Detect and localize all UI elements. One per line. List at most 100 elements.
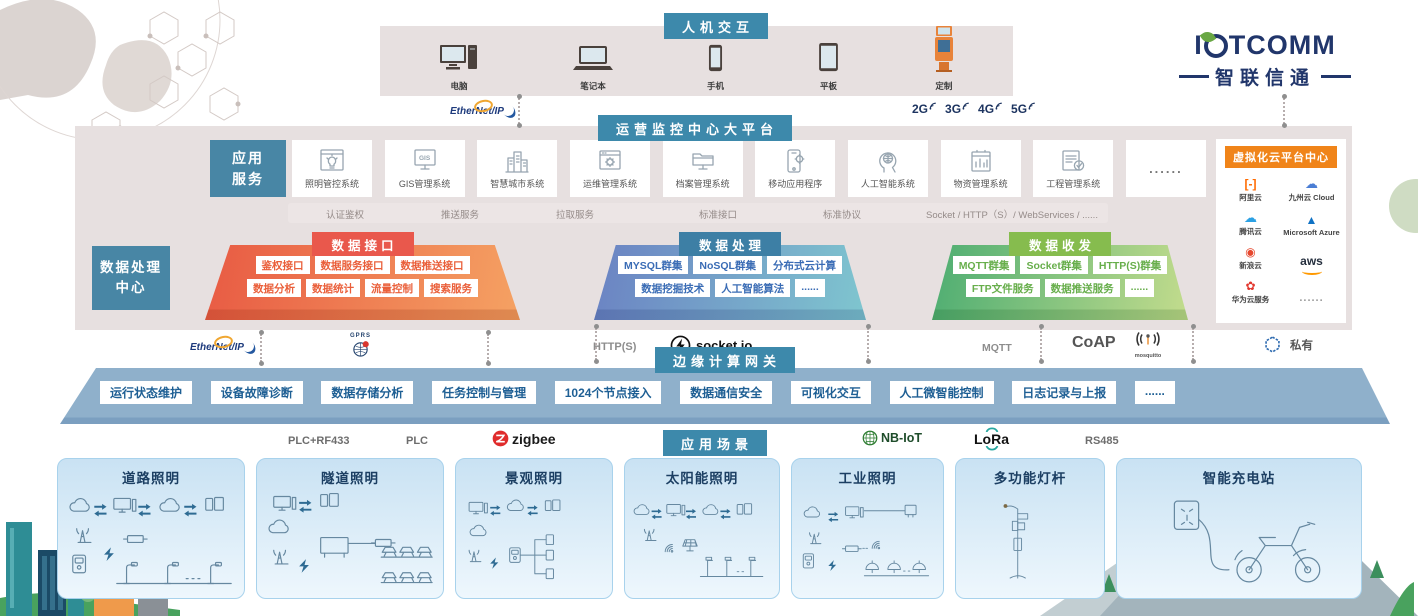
device-laptop: 笔记本 <box>572 45 613 92</box>
road-lighting-scene <box>63 487 239 594</box>
cloud-provider: [-]阿里云 <box>1220 176 1281 203</box>
connector-mid-1 <box>593 324 599 364</box>
connector-mid-2 <box>865 324 871 364</box>
ethernet-ip-logo: EtherNet/IP <box>450 98 519 121</box>
edge-chip: 可视化交互 <box>790 381 871 404</box>
provider-label: 阿里云 <box>1239 193 1262 202</box>
mobile-app-icon <box>787 148 805 173</box>
provider-label: 九州云 Cloud <box>1288 193 1335 202</box>
cloud-provider-grid: [-]阿里云☁九州云 Cloud☁腾讯云▲Microsoft Azure◉新浪云… <box>1216 176 1346 305</box>
app-card: ...... <box>1125 140 1206 197</box>
gis-system-icon: GIS <box>414 148 436 170</box>
charging-station-scene <box>1122 487 1356 594</box>
more-dots-icon: ...... <box>1299 291 1324 304</box>
app-card-label: 照明管控系统 <box>304 178 359 189</box>
data-chip: 数据服务接口 <box>314 256 390 274</box>
data-chip: 人工智能算法 <box>715 279 791 297</box>
brand-left: I <box>1194 30 1203 60</box>
scenario-title: 工业照明 <box>838 471 897 486</box>
smart-city-icon <box>505 150 529 173</box>
human-machine-header: 人机交互 <box>664 13 769 39</box>
desktop-icon <box>439 44 479 77</box>
data-chip: NoSQL群集 <box>693 256 762 274</box>
tablet-icon <box>818 42 839 77</box>
data-chip: MYSQL群集 <box>618 256 689 274</box>
plc-label: PLC <box>406 435 428 447</box>
app-card: 工程管理系统 <box>1033 140 1114 197</box>
data-chip: 数据推送接口 <box>394 256 470 274</box>
connector-mid-6 <box>485 330 491 366</box>
device-label: 平板 <box>819 81 837 91</box>
data-chip: 流量控制 <box>365 279 419 297</box>
ethernet-ip-logo: EtherNet/IP <box>190 334 259 357</box>
cellular-5g: 5G <box>1011 102 1036 116</box>
data-center-label: 数据处理中心 <box>92 246 170 310</box>
edge-chip: 1024个节点接入 <box>554 381 662 404</box>
mosquitto-icon: mosquitto <box>1133 330 1163 359</box>
cloud-panel-header: 虚拟化云平台中心 <box>1225 146 1337 168</box>
scenario-card-row: 道路照明 隧道照明 景观照明 太阳能照明 工业照明 多功能灯杆 智能充电站 <box>57 458 1376 599</box>
signal-icon <box>962 102 969 110</box>
connector-mid-3 <box>1038 324 1044 364</box>
kiosk-icon <box>933 26 955 77</box>
data-group-red: 数据接口鉴权接口数据服务接口数据推送接口数据分析数据统计流量控制搜索服务 <box>205 232 520 320</box>
data-chip: ...... <box>795 279 825 297</box>
plc-rf433-label: PLC+RF433 <box>288 435 350 447</box>
lora-icon: LoRa <box>974 426 1009 452</box>
globe-network-decoration <box>0 0 241 145</box>
edge-gateway-header: 边缘计算网关 <box>655 347 796 373</box>
solar-lighting-scene <box>630 487 774 594</box>
connector-top-right <box>1281 94 1287 128</box>
scenario-title: 太阳能照明 <box>665 471 739 486</box>
data-chip: 数据推送服务 <box>1044 279 1120 297</box>
cellular-3g: 3G <box>945 102 970 116</box>
brand-wordmark: I TCOMM <box>1140 28 1390 61</box>
device-row: 电脑笔记本手机平板定制 <box>392 26 1002 92</box>
scenario-title: 智能充电站 <box>1202 471 1276 486</box>
edge-chip: 数据通信安全 <box>680 381 773 404</box>
zigbee-icon: zigbee <box>492 430 556 447</box>
app-card: 人工智能系统 <box>847 140 928 197</box>
scenario-title: 多功能灯杆 <box>993 471 1067 486</box>
data-chip: Socket群集 <box>1020 256 1088 274</box>
device-desktop: 电脑 <box>439 44 479 92</box>
azure-icon: ▲ <box>1305 212 1318 227</box>
cloud-provider: aws <box>1281 244 1342 275</box>
provider-label: Microsoft Azure <box>1283 228 1340 237</box>
gprs-icon: GPRS <box>350 333 371 363</box>
edge-chip: 日志记录与上报 <box>1012 381 1117 404</box>
data-chip: FTP文件服务 <box>965 279 1040 297</box>
app-card: 物资管理系统 <box>940 140 1021 197</box>
scenario-card: 工业照明 <box>791 458 944 599</box>
device-phone: 手机 <box>707 44 724 92</box>
tunnel-lighting-scene <box>262 487 438 594</box>
scenario-card: 太阳能照明 <box>624 458 780 599</box>
data-chip: HTTP(S)群集 <box>1092 256 1168 274</box>
cloud-provider: ☁九州云 Cloud <box>1281 176 1342 203</box>
scenario-card: 智能充电站 <box>1116 458 1362 599</box>
phone-icon <box>708 44 723 77</box>
cloud-provider: ◉新浪云 <box>1220 244 1281 271</box>
connector-top-left <box>516 94 522 128</box>
app-card: 智慧城市系统 <box>477 140 558 197</box>
private-protocol: 私有 <box>1264 336 1313 353</box>
cloud-provider: ✿华为云服务 <box>1220 278 1281 305</box>
signal-icon <box>995 102 1002 110</box>
app-card-label: ...... <box>1149 161 1183 176</box>
service-label: 拉取服务 <box>555 210 595 221</box>
coap-protocol-label: CoAP <box>1072 334 1116 351</box>
connector-mid-5 <box>258 330 264 366</box>
platform-header: 运营监控中心大平台 <box>598 115 793 141</box>
data-chip: 搜索服务 <box>424 279 478 297</box>
landscape-lighting-scene <box>461 487 607 594</box>
signal-icon <box>929 102 936 110</box>
sina-cloud-icon: ◉ <box>1245 244 1256 259</box>
tencent-cloud-icon: ☁ <box>1244 209 1257 225</box>
app-card-label: 物资管理系统 <box>953 178 1008 189</box>
scenario-card: 多功能灯杆 <box>955 458 1105 599</box>
